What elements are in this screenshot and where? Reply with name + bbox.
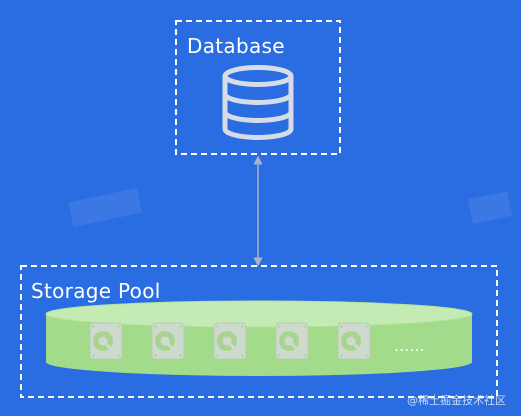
watermark-text: @稀土掘金技术社区 [407,393,506,407]
more-disks-ellipsis: ...... [394,336,425,355]
storage-pool-node: Storage Pool ...... [20,265,498,398]
background-watermark [68,187,513,227]
database-node: Database [175,20,341,155]
hard-disk-icon [336,321,372,361]
hard-disk-icon [88,321,124,361]
hard-disk-icon [212,321,248,361]
database-box [175,20,341,155]
hard-disk-icon [150,321,186,361]
storage-pool-label: Storage Pool [31,279,161,303]
hard-disk-icon [274,321,310,361]
database-label: Database [187,34,285,58]
storage-pool-box [20,265,498,398]
database-icon [222,65,294,140]
